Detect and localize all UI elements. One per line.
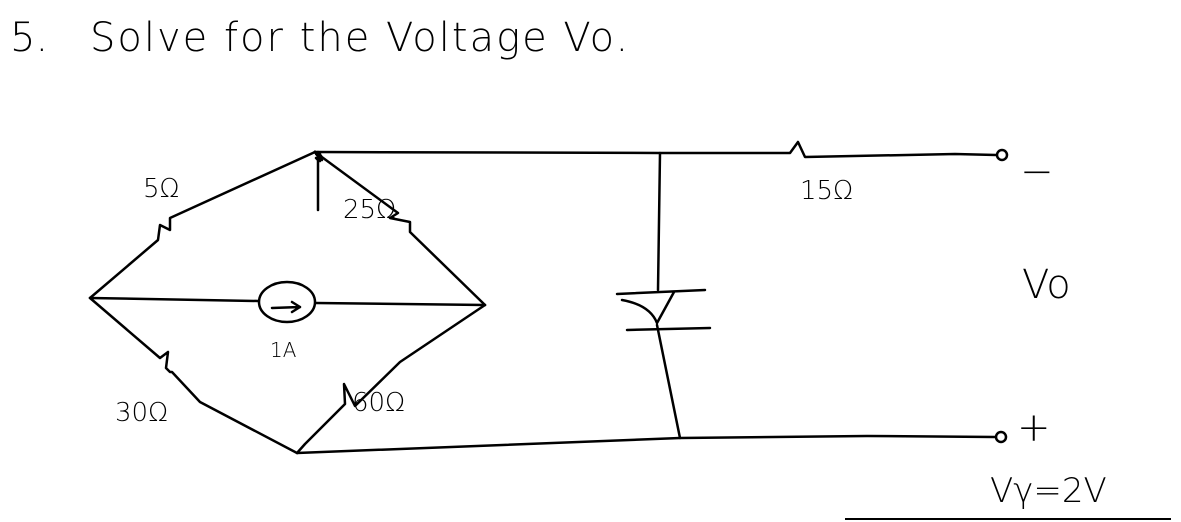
resistor-5ohm-label: 5Ω	[143, 174, 180, 204]
resistor-30ohm-label: 30Ω	[115, 398, 168, 428]
arrow-right-icon	[270, 300, 302, 314]
wire-5ohm-branch	[88, 150, 317, 300]
problem-statement: Solve for the Voltage Vo.	[90, 15, 631, 61]
resistor-25ohm-label: 25Ω	[343, 195, 396, 225]
wire-30ohm-branch	[88, 296, 299, 455]
wire-top-right-arm-real	[313, 150, 487, 307]
resistor-15ohm-label: 15Ω	[800, 176, 853, 206]
current-source-label: 1A	[270, 338, 297, 362]
wire-diode	[655, 151, 682, 440]
current-source-symbol	[257, 280, 317, 324]
output-minus-sign: −	[1020, 149, 1054, 195]
terminal-plus	[994, 430, 1008, 444]
wire-current-source	[88, 296, 487, 307]
output-voltage-label: Vo	[1022, 262, 1071, 308]
output-plus-sign: +	[1017, 405, 1051, 451]
terminal-minus	[995, 148, 1009, 162]
diode-symbol	[615, 288, 712, 332]
wire-top	[313, 140, 998, 159]
wire-bottom	[295, 434, 997, 455]
wire-60ohm-branch	[295, 303, 487, 455]
diode-threshold-note: Vγ=2V	[990, 471, 1107, 511]
problem-number: 5.	[10, 15, 49, 61]
resistor-60ohm-label: 60Ω	[352, 388, 405, 418]
underline	[845, 518, 1171, 520]
